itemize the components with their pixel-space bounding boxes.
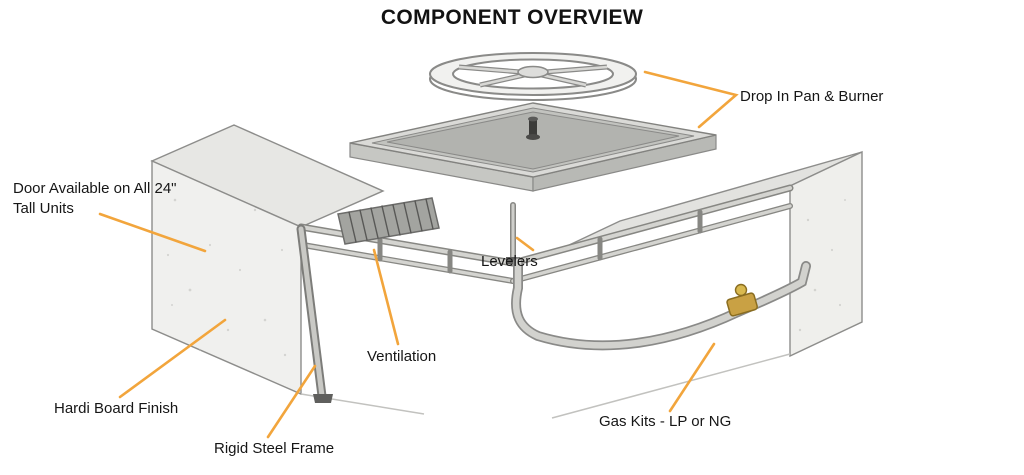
left-cabinet	[150, 124, 425, 415]
label-ventilation: Ventilation	[367, 348, 437, 365]
leader-rigid-frame	[266, 364, 317, 439]
drop-in-pan	[349, 102, 717, 192]
steel-frame	[296, 184, 794, 403]
gas-pipe	[511, 257, 811, 351]
panel-texture	[166, 198, 287, 357]
burner-ring	[429, 52, 638, 101]
right-end-panel	[789, 150, 863, 358]
page-title: COMPONENT OVERVIEW	[380, 6, 644, 29]
levelers-foot	[506, 257, 520, 264]
label-gas-kits: Gas Kits - LP or NG	[599, 413, 732, 430]
leader-levelers	[515, 236, 535, 252]
leader-gas-kits	[668, 342, 716, 413]
label-levelers: Levelers	[481, 253, 538, 270]
leader-door	[98, 212, 207, 253]
label-hardi-board: Hardi Board Finish	[54, 400, 179, 417]
label-drop-in-pan: Drop In Pan & Burner	[740, 88, 884, 105]
right-cabinet	[547, 150, 863, 419]
panel-texture-right	[798, 199, 846, 332]
leader-ventilation	[372, 248, 400, 346]
rigid-steel-post	[296, 224, 333, 403]
burner-hub	[526, 116, 540, 140]
leader-drop-in-pan	[643, 70, 739, 129]
leader-hardi-board	[118, 318, 227, 399]
leader-lines	[98, 70, 739, 439]
gas-valve	[726, 283, 758, 317]
vent-grille	[337, 197, 440, 245]
label-rigid-frame: Rigid Steel Frame	[214, 440, 335, 457]
label-door: Door Available on All 24" Tall Units	[13, 180, 177, 218]
